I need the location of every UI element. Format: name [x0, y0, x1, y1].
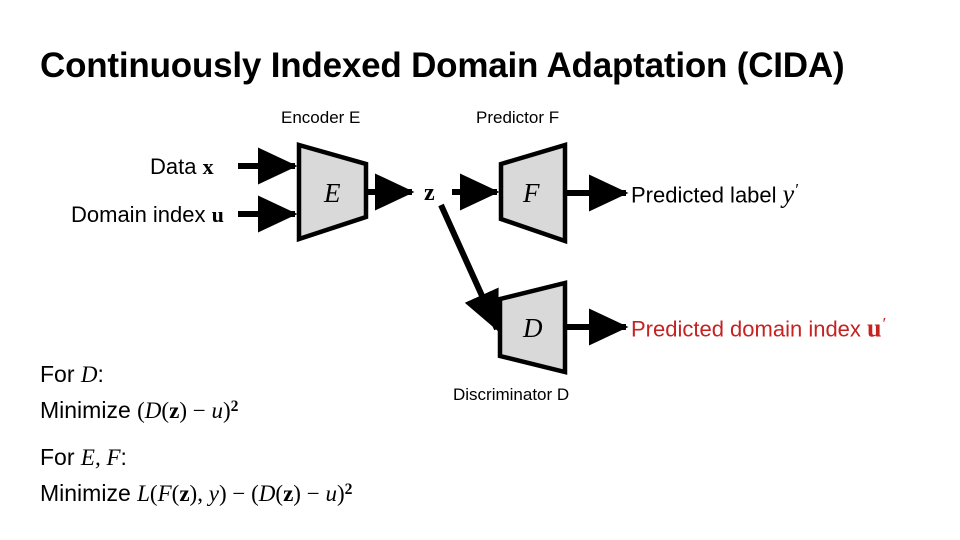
input-label-data-text: Data — [150, 154, 203, 179]
objective-minimize-word: Minimize — [40, 397, 138, 424]
inner-paren-open: ( — [171, 481, 180, 507]
output-prime-y: ′ — [794, 180, 798, 199]
objective-encoder-predictor: For E, F: Minimize L(F(z), y) − (D(z) − … — [40, 441, 352, 510]
objective-encoder-predictor-body: Minimize L(F(z), y) − (D(z) − u)2 — [40, 474, 352, 510]
encoder-shape-letter: E — [324, 178, 341, 208]
objective-symbol-D: D — [80, 362, 98, 387]
minus-sign-1: − — [226, 481, 252, 507]
output-prime-u: ′ — [881, 314, 886, 333]
latent-variable-label: z — [423, 180, 436, 207]
discriminator-shape[interactable] — [497, 280, 568, 375]
paren-arg-close: ) — [179, 398, 187, 424]
paren-close: ) — [222, 398, 231, 424]
fn-D: D — [144, 398, 162, 424]
encoder-caption: Encoder E — [281, 108, 361, 127]
input-label-domain-index: Domain index u — [71, 204, 224, 226]
minus-sign-2: − — [300, 481, 326, 507]
input-symbol-u: u — [211, 202, 224, 227]
inner-arg-z: z — [179, 481, 190, 507]
arg-z: z — [169, 398, 180, 424]
paren-arg-close-2: ) — [293, 481, 301, 507]
var-u-2: u — [325, 481, 337, 507]
discriminator-shape-letter: D — [523, 313, 543, 343]
arg-z-2: z — [283, 481, 294, 507]
paren-open-2: ( — [251, 481, 259, 507]
var-y: y — [208, 481, 219, 507]
objective-encoder-predictor-header: For E, F: — [40, 441, 352, 474]
output-label-predicted-domain-index-text: Predicted domain index — [631, 316, 868, 342]
objective2-minimize-word: Minimize — [40, 480, 138, 507]
paren-arg-open-2: ( — [275, 481, 284, 507]
objective-discriminator: For D: Minimize (D(z) − u)2 — [40, 358, 238, 427]
arrow-latent-to-discriminator — [438, 203, 500, 332]
loss-paren-open: ( — [149, 481, 158, 507]
var-u: u — [211, 398, 223, 424]
objective-discriminator-header: For D: — [40, 358, 238, 391]
paren-arg-open: ( — [161, 398, 170, 424]
output-symbol-y: y — [782, 179, 795, 209]
inner-paren-close: ) — [189, 481, 198, 507]
fn-D-2: D — [258, 481, 276, 507]
predictor-caption: Predictor F — [476, 108, 560, 127]
fn-L: L — [137, 481, 150, 507]
input-label-domain-index-text: Domain index — [71, 202, 212, 227]
discriminator-caption: Discriminator D — [453, 385, 570, 404]
objective2-colon: : — [120, 444, 127, 470]
objective-for-word: For — [40, 361, 81, 387]
paren-close-2: ) — [336, 481, 345, 507]
paren-open: ( — [137, 398, 145, 424]
input-label-data: Data x — [150, 156, 214, 178]
input-symbol-x: x — [202, 154, 214, 179]
page-title: Continuously Indexed Domain Adaptation (… — [40, 46, 845, 85]
exponent-2: 2 — [230, 398, 239, 415]
objective2-symbols-EF: E, F — [80, 445, 121, 470]
comma-separator: , — [197, 481, 209, 507]
predictor-shape-letter: F — [523, 178, 540, 208]
output-symbol-u: u — [867, 313, 882, 343]
output-label-predicted-label: Predicted label y′ — [631, 181, 798, 208]
loss-paren-close: ) — [218, 481, 227, 507]
objective2-for-word: For — [40, 444, 81, 470]
exponent-2-b: 2 — [344, 481, 353, 498]
fn-F: F — [157, 481, 172, 507]
minus-sign: − — [186, 398, 212, 424]
objective-discriminator-body: Minimize (D(z) − u)2 — [40, 391, 238, 427]
encoder-shape[interactable] — [296, 142, 369, 243]
predictor-shape[interactable] — [498, 141, 568, 245]
output-label-predicted-domain-index: Predicted domain index u′ — [631, 315, 885, 342]
output-label-predicted-label-text: Predicted label — [631, 182, 783, 208]
objective-colon: : — [97, 361, 104, 387]
